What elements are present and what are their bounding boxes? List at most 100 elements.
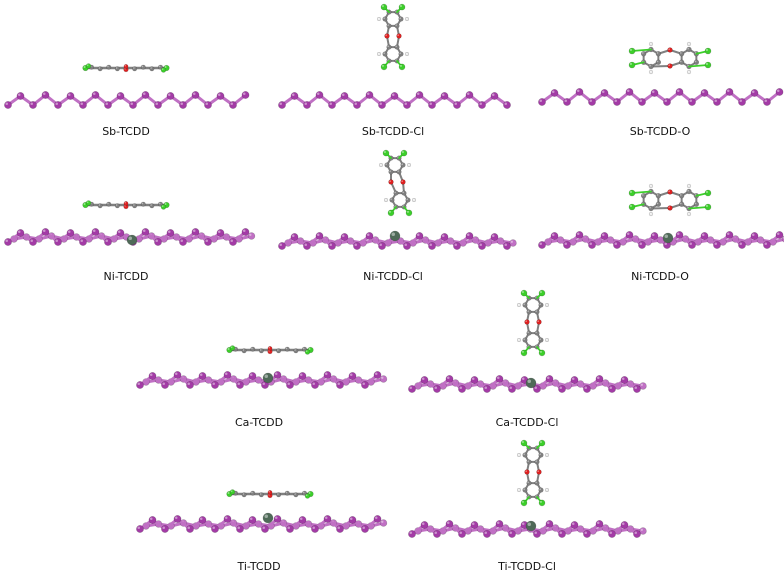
- carbon-atom-highlight: [523, 303, 525, 305]
- panel-label-ca-tcdd-cl: Ca-TCDD-Cl: [495, 416, 559, 429]
- substrate-atom: [575, 88, 584, 96]
- chlorine-atom-highlight: [83, 203, 86, 206]
- oxygen-atom-highlight: [124, 65, 126, 67]
- substrate-atom-highlight: [416, 233, 420, 237]
- carbon-atom-highlight: [539, 488, 541, 490]
- chlorine-atom: [380, 63, 388, 71]
- carbon-atom: [686, 188, 692, 195]
- chlorine-atom-highlight: [705, 204, 708, 207]
- substrate-atom-highlight: [651, 90, 655, 93]
- carbon-atom-highlight: [399, 52, 401, 54]
- dopant-atom: [389, 230, 401, 242]
- substrate-atom: [495, 375, 504, 383]
- substrate-atom: [433, 530, 441, 538]
- carbon-atom-highlight: [406, 198, 408, 201]
- substrate-atom-highlight: [441, 93, 445, 96]
- carbon-atom: [97, 203, 103, 209]
- substrate-atom: [66, 92, 75, 100]
- substrate-atom-highlight: [217, 93, 221, 96]
- substrate-atom-highlight: [67, 93, 71, 96]
- substrate-atom-highlight: [404, 102, 407, 105]
- substrate-atom-highlight: [162, 382, 166, 385]
- substrate-atom-highlight: [130, 102, 134, 105]
- substrate-atom-back: [379, 519, 388, 527]
- substrate-atom-highlight: [230, 239, 234, 243]
- substrate-atom: [290, 92, 299, 100]
- chlorine-atom: [538, 289, 546, 297]
- chlorine-atom: [520, 349, 528, 357]
- chlorine-atom: [538, 499, 546, 507]
- panel-sb-tcdd-o: [538, 41, 784, 106]
- substrate-atom-highlight: [312, 382, 315, 385]
- substrate-atom: [229, 101, 237, 109]
- substrate-atom-highlight: [714, 242, 717, 246]
- carbon-atom: [382, 51, 388, 57]
- carbon-atom: [284, 490, 290, 496]
- chlorine-atom: [704, 189, 712, 197]
- substrate-atom-highlight: [55, 239, 59, 243]
- substrate-atom: [66, 229, 75, 237]
- carbon-atom: [686, 46, 692, 53]
- substrate-atom-highlight: [509, 386, 512, 389]
- dopant-atom: [525, 520, 537, 532]
- chlorine-atom: [628, 189, 636, 197]
- carbon-atom-highlight: [259, 493, 262, 495]
- oxygen-atom-highlight: [537, 320, 539, 322]
- substrate-atom-highlight: [304, 102, 307, 105]
- carbon-atom: [655, 51, 662, 57]
- substrate-atom-highlight: [379, 102, 382, 105]
- substrate-atom-highlight: [479, 102, 482, 105]
- substrate-atom: [588, 98, 596, 106]
- panel-ni-tcdd: [4, 200, 256, 246]
- substrate-atom-highlight: [621, 522, 625, 525]
- carbon-atom-highlight: [294, 493, 296, 495]
- substrate-atom-highlight: [117, 230, 121, 234]
- carbon-atom: [538, 452, 544, 458]
- oxygen-atom: [267, 490, 273, 495]
- substrate-atom-highlight: [274, 372, 278, 375]
- substrate-atom-highlight: [491, 93, 495, 96]
- chlorine-atom-highlight: [388, 210, 392, 213]
- carbon-atom-highlight: [527, 460, 529, 462]
- bond: [650, 207, 671, 210]
- chlorine-atom-highlight: [539, 500, 542, 503]
- substrate-atom: [198, 516, 207, 524]
- dopant-atom-highlight: [128, 236, 132, 240]
- carbon-atom: [678, 59, 685, 65]
- carbon-atom-highlight: [259, 349, 262, 351]
- oxygen-atom: [667, 63, 673, 69]
- substrate-atom-highlight: [509, 531, 512, 534]
- substrate-atom-highlight: [80, 102, 83, 105]
- substrate-atom: [211, 525, 219, 533]
- substrate-atom-highlight: [504, 243, 507, 247]
- substrate-atom-highlight: [155, 239, 159, 243]
- carbon-atom-highlight: [251, 347, 253, 350]
- substrate-atom-highlight: [349, 517, 353, 520]
- substrate-atom: [458, 530, 466, 538]
- carbon-atom-highlight: [242, 349, 245, 351]
- substrate-atom: [148, 516, 157, 524]
- substrate-atom: [261, 525, 269, 533]
- substrate-atom-highlight: [217, 230, 221, 234]
- carbon-atom: [401, 190, 407, 196]
- carbon-atom-highlight: [158, 202, 161, 205]
- substrate-atom: [54, 101, 62, 109]
- substrate-atom: [179, 101, 187, 109]
- substrate-atom: [54, 238, 62, 246]
- substrate-atom-highlight: [242, 229, 246, 233]
- chlorine-atom-highlight: [705, 62, 708, 65]
- substrate-atom-highlight: [299, 517, 303, 520]
- substrate-atom-highlight: [471, 377, 475, 380]
- carbon-atom-highlight: [656, 52, 659, 54]
- chlorine-atom-highlight: [305, 350, 308, 352]
- substrate-atom-highlight: [496, 376, 500, 379]
- carbon-atom-highlight: [395, 24, 397, 26]
- substrate-atom: [166, 92, 175, 100]
- substrate-atom-highlight: [614, 99, 617, 102]
- substrate-atom-highlight: [751, 90, 755, 93]
- substrate-atom-highlight: [459, 531, 462, 534]
- carbon-atom-highlight: [141, 65, 144, 68]
- substrate-atom-highlight: [651, 233, 655, 237]
- substrate-atom-highlight: [496, 521, 500, 524]
- chlorine-atom-highlight: [401, 150, 405, 154]
